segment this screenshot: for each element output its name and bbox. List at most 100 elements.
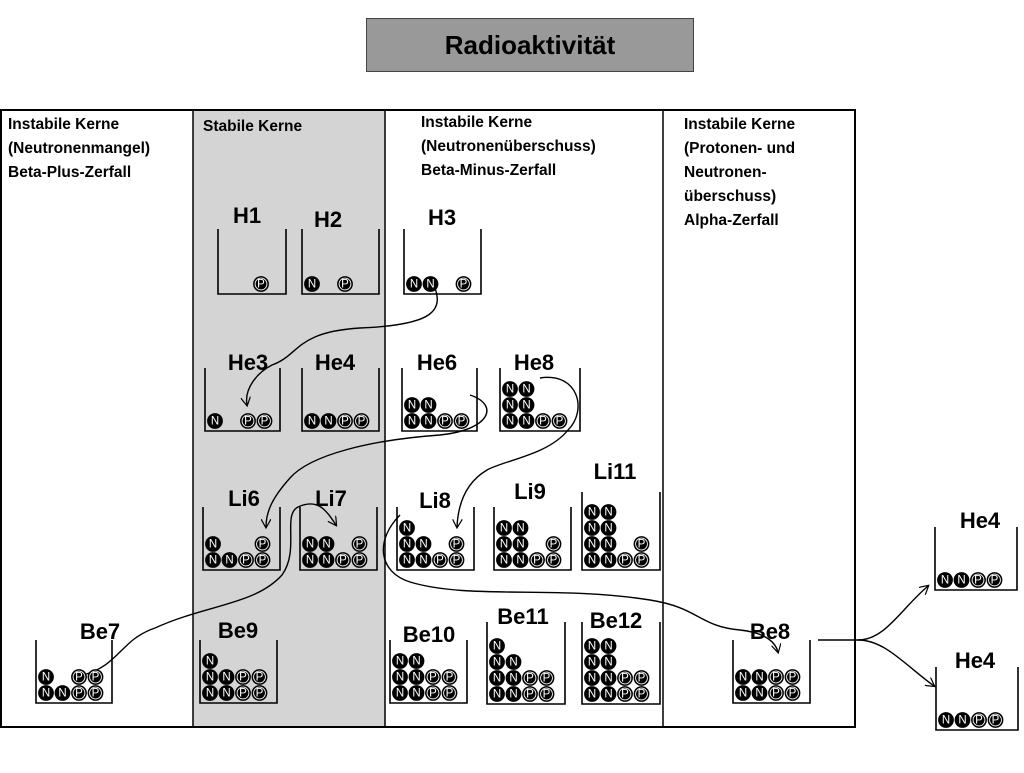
- proton: P: [337, 413, 353, 429]
- column-header-beta-minus: Instabile Kerne (Neutronenüberschuss) Be…: [421, 111, 596, 183]
- neutron-label: N: [209, 539, 217, 551]
- neutron: N: [600, 504, 617, 520]
- neutron: N: [422, 276, 439, 292]
- proton: P: [425, 685, 441, 701]
- neutron: N: [489, 654, 505, 670]
- arrow-h3-to-he3: [247, 282, 438, 405]
- neutron: N: [518, 397, 535, 413]
- nucleus-label: Be8: [750, 619, 790, 644]
- proton: P: [254, 536, 271, 552]
- neutron: N: [489, 686, 505, 702]
- nucleus-label: Li6: [228, 486, 260, 511]
- neutron-label: N: [941, 575, 949, 587]
- neutron-label: N: [588, 657, 596, 669]
- proton-label: P: [789, 672, 797, 684]
- neutron: N: [505, 654, 522, 670]
- nucleus-container: [299, 507, 378, 571]
- neutron-label: N: [396, 688, 404, 700]
- column-header-line: Stabile Kerne: [203, 118, 303, 135]
- column-header-beta-plus: Instabile Kerne (Neutronenmangel) Beta-P…: [8, 113, 150, 185]
- neutron-label: N: [509, 657, 517, 669]
- proton: P: [251, 669, 268, 685]
- neutron: N: [408, 653, 425, 669]
- proton-label: P: [341, 416, 349, 428]
- neutron-label: N: [493, 641, 501, 653]
- neutron: N: [518, 413, 535, 429]
- neutron-label: N: [493, 673, 501, 685]
- neutron: N: [392, 685, 408, 701]
- proton: P: [353, 413, 370, 429]
- proton: P: [633, 686, 650, 702]
- proton: P: [617, 552, 633, 568]
- proton-label: P: [436, 555, 444, 567]
- proton-label: P: [789, 688, 797, 700]
- page-title: Radioaktivität: [366, 18, 694, 72]
- nucleus-container: [199, 640, 278, 704]
- proton: P: [441, 669, 458, 685]
- proton-label: P: [261, 416, 269, 428]
- neutron: N: [600, 670, 617, 686]
- neutron: N: [600, 536, 617, 552]
- neutron-label: N: [588, 507, 596, 519]
- proton-label: P: [453, 539, 461, 551]
- neutron-label: N: [308, 416, 316, 428]
- nucleus-label: Be10: [403, 622, 456, 647]
- neutron: N: [302, 552, 318, 568]
- column-header-line: Beta-Plus-Zerfall: [8, 164, 132, 181]
- neutron: N: [54, 685, 71, 701]
- proton-label: P: [239, 688, 247, 700]
- neutron: N: [202, 685, 218, 701]
- neutron: N: [512, 552, 529, 568]
- neutron-label: N: [322, 555, 330, 567]
- neutron-label: N: [506, 416, 514, 428]
- proton: P: [455, 276, 472, 292]
- neutron: N: [404, 413, 420, 429]
- nucleus-label: He4: [955, 648, 996, 673]
- proton: P: [335, 552, 351, 568]
- nucleus-container: [301, 229, 380, 295]
- neutron-label: N: [506, 384, 514, 396]
- neutron-label: N: [500, 555, 508, 567]
- proton-label: P: [991, 575, 999, 587]
- proton-label: P: [239, 672, 247, 684]
- column-header-line: Neutronen-: [684, 164, 767, 181]
- neutron-label: N: [408, 400, 416, 412]
- nucleus-container: [202, 507, 281, 571]
- proton-label: P: [446, 672, 454, 684]
- arrow-be8-to-he4-2: [857, 639, 934, 686]
- nucleus-container: [403, 229, 482, 295]
- neutron-label: N: [506, 400, 514, 412]
- neutron: N: [751, 685, 768, 701]
- neutron-label: N: [222, 672, 230, 684]
- neutron-label: N: [424, 416, 432, 428]
- proton-label: P: [242, 555, 250, 567]
- column-header-line: Instabile Kerne: [8, 116, 120, 133]
- proton-label: P: [526, 689, 534, 701]
- column-header-alpha: Instabile Kerne (Protonen- und Neutronen…: [684, 113, 795, 233]
- arrow-he6-to-li6: [266, 394, 488, 527]
- neutron-label: N: [412, 672, 420, 684]
- nucleus-label: Be9: [218, 618, 258, 643]
- neutron: N: [420, 413, 437, 429]
- nucleus-container: [401, 368, 478, 432]
- nucleus-container: [389, 640, 468, 704]
- nucleus-container: [217, 229, 287, 295]
- neutron: N: [318, 536, 335, 552]
- proton: P: [256, 413, 273, 429]
- neutron-label: N: [604, 673, 612, 685]
- proton-label: P: [75, 672, 83, 684]
- proton-label: P: [257, 279, 265, 291]
- proton: P: [337, 276, 353, 292]
- neutron: N: [406, 276, 422, 292]
- proton: P: [545, 536, 562, 552]
- nucleus-label: He8: [514, 350, 554, 375]
- neutron-label: N: [206, 672, 214, 684]
- neutron: N: [221, 552, 238, 568]
- proton: P: [535, 413, 551, 429]
